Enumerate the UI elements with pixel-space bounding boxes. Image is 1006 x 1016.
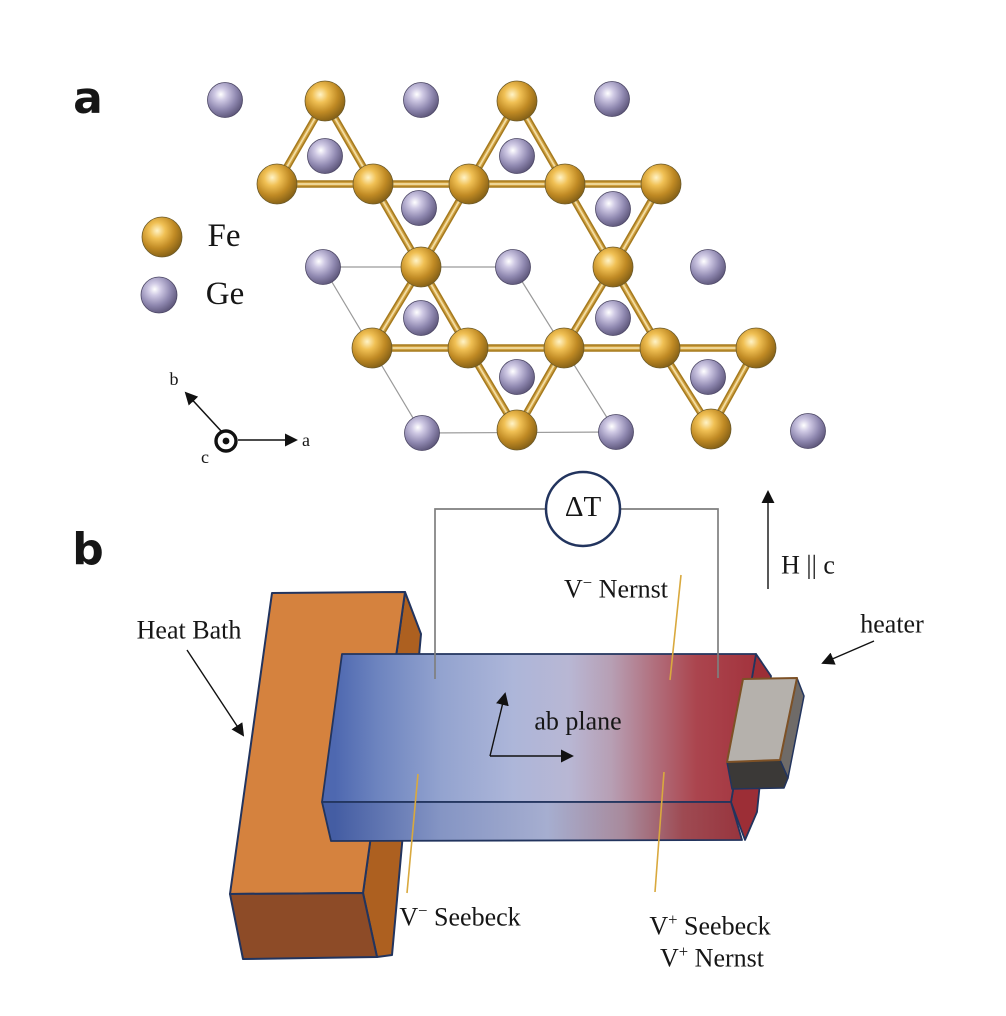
heater-top-face [726,677,798,763]
heater-front-face [726,759,789,790]
heat-bath-pointer-arrow [186,649,245,737]
heat-bath-label: Heat Bath [136,615,242,645]
heater-block [726,677,805,790]
heater-pointer-arrow [821,640,875,665]
fe-atom [447,327,489,369]
fe-atom [448,163,490,205]
delta-t-gauge [544,470,622,548]
panel-b-label: b [72,523,104,575]
fe-atom [592,246,634,288]
fe-atom [496,80,538,122]
v-base: V [564,574,583,604]
ge-atom [307,138,343,174]
v-rest: Seebeck [677,911,771,941]
kagome-lattice [207,80,826,451]
c-axis-label: c [201,447,209,468]
sample-bar [321,653,772,842]
ge-atom [595,191,631,227]
wire-right [620,508,719,678]
ge-atom [499,138,535,174]
v-minus-nernst-label: V− Nernst [564,572,668,604]
v-plus-nernst-label: V+ Nernst [660,941,764,973]
v-sup: − [582,572,593,592]
b-axis-arrow [184,391,223,433]
heater-label: heater [860,609,924,639]
wire-left [434,508,546,679]
ge-legend-label: Ge [205,275,245,312]
ge-atom [404,415,440,451]
fe-atom [640,163,682,205]
ge-atom [495,249,531,285]
c-axis-dot [222,437,230,445]
ge-atom [595,300,631,336]
delta-t-label: ΔT [564,491,602,524]
v-sup: + [668,909,678,929]
v-base: V [660,943,679,973]
fe-legend-label: Fe [207,217,241,254]
ge-atom [403,300,439,336]
ge-atom [690,249,726,285]
fe-legend-sphere [141,216,183,258]
field-label: H || c [781,550,835,580]
fe-atom [496,409,538,451]
fe-atom [639,327,681,369]
probe-pointer-lines [406,574,682,894]
ge-atom [207,82,243,118]
fe-atom [544,163,586,205]
ab-plane-label: ab plane [534,706,622,736]
v-base: V [399,902,419,932]
panel-a-label: a [73,72,103,124]
v-sup: + [678,941,689,961]
pointer-v-plus [654,771,665,893]
annotation-arrows [186,490,875,763]
heat-bath-bottom-face [229,892,378,960]
v-plus-seebeck-label: V+ Seebeck [649,909,771,941]
fe-atom [543,327,585,369]
ge-atom [598,414,634,450]
ge-atom [305,249,341,285]
ge-atom [790,413,826,449]
ge-atom [594,81,630,117]
a-axis-label: a [302,430,310,451]
fe-atom [351,327,393,369]
pointer-v-minus-nernst [669,574,682,681]
fe-atom [735,327,777,369]
ab-plane-b-arrow [489,692,509,757]
fe-atom [352,163,394,205]
v-sup: − [418,900,428,920]
v-minus-seebeck-label: V− Seebeck [399,900,521,932]
v-base: V [649,911,669,941]
ge-atom [403,82,439,118]
ge-atom [401,190,437,226]
ge-atom [690,359,726,395]
axes-indicator [184,391,298,453]
fe-atom [304,80,346,122]
pointer-v-minus-seebeck [406,773,419,894]
v-rest: Seebeck [427,902,521,932]
v-rest: Nernst [592,574,668,604]
fe-atom [400,246,442,288]
v-rest: Nernst [688,943,764,973]
b-axis-label: b [169,369,179,390]
fe-atom [256,163,298,205]
fe-atom [690,408,732,450]
ge-atom [499,359,535,395]
ge-legend-sphere [140,276,178,314]
sample-front-face [321,801,743,842]
